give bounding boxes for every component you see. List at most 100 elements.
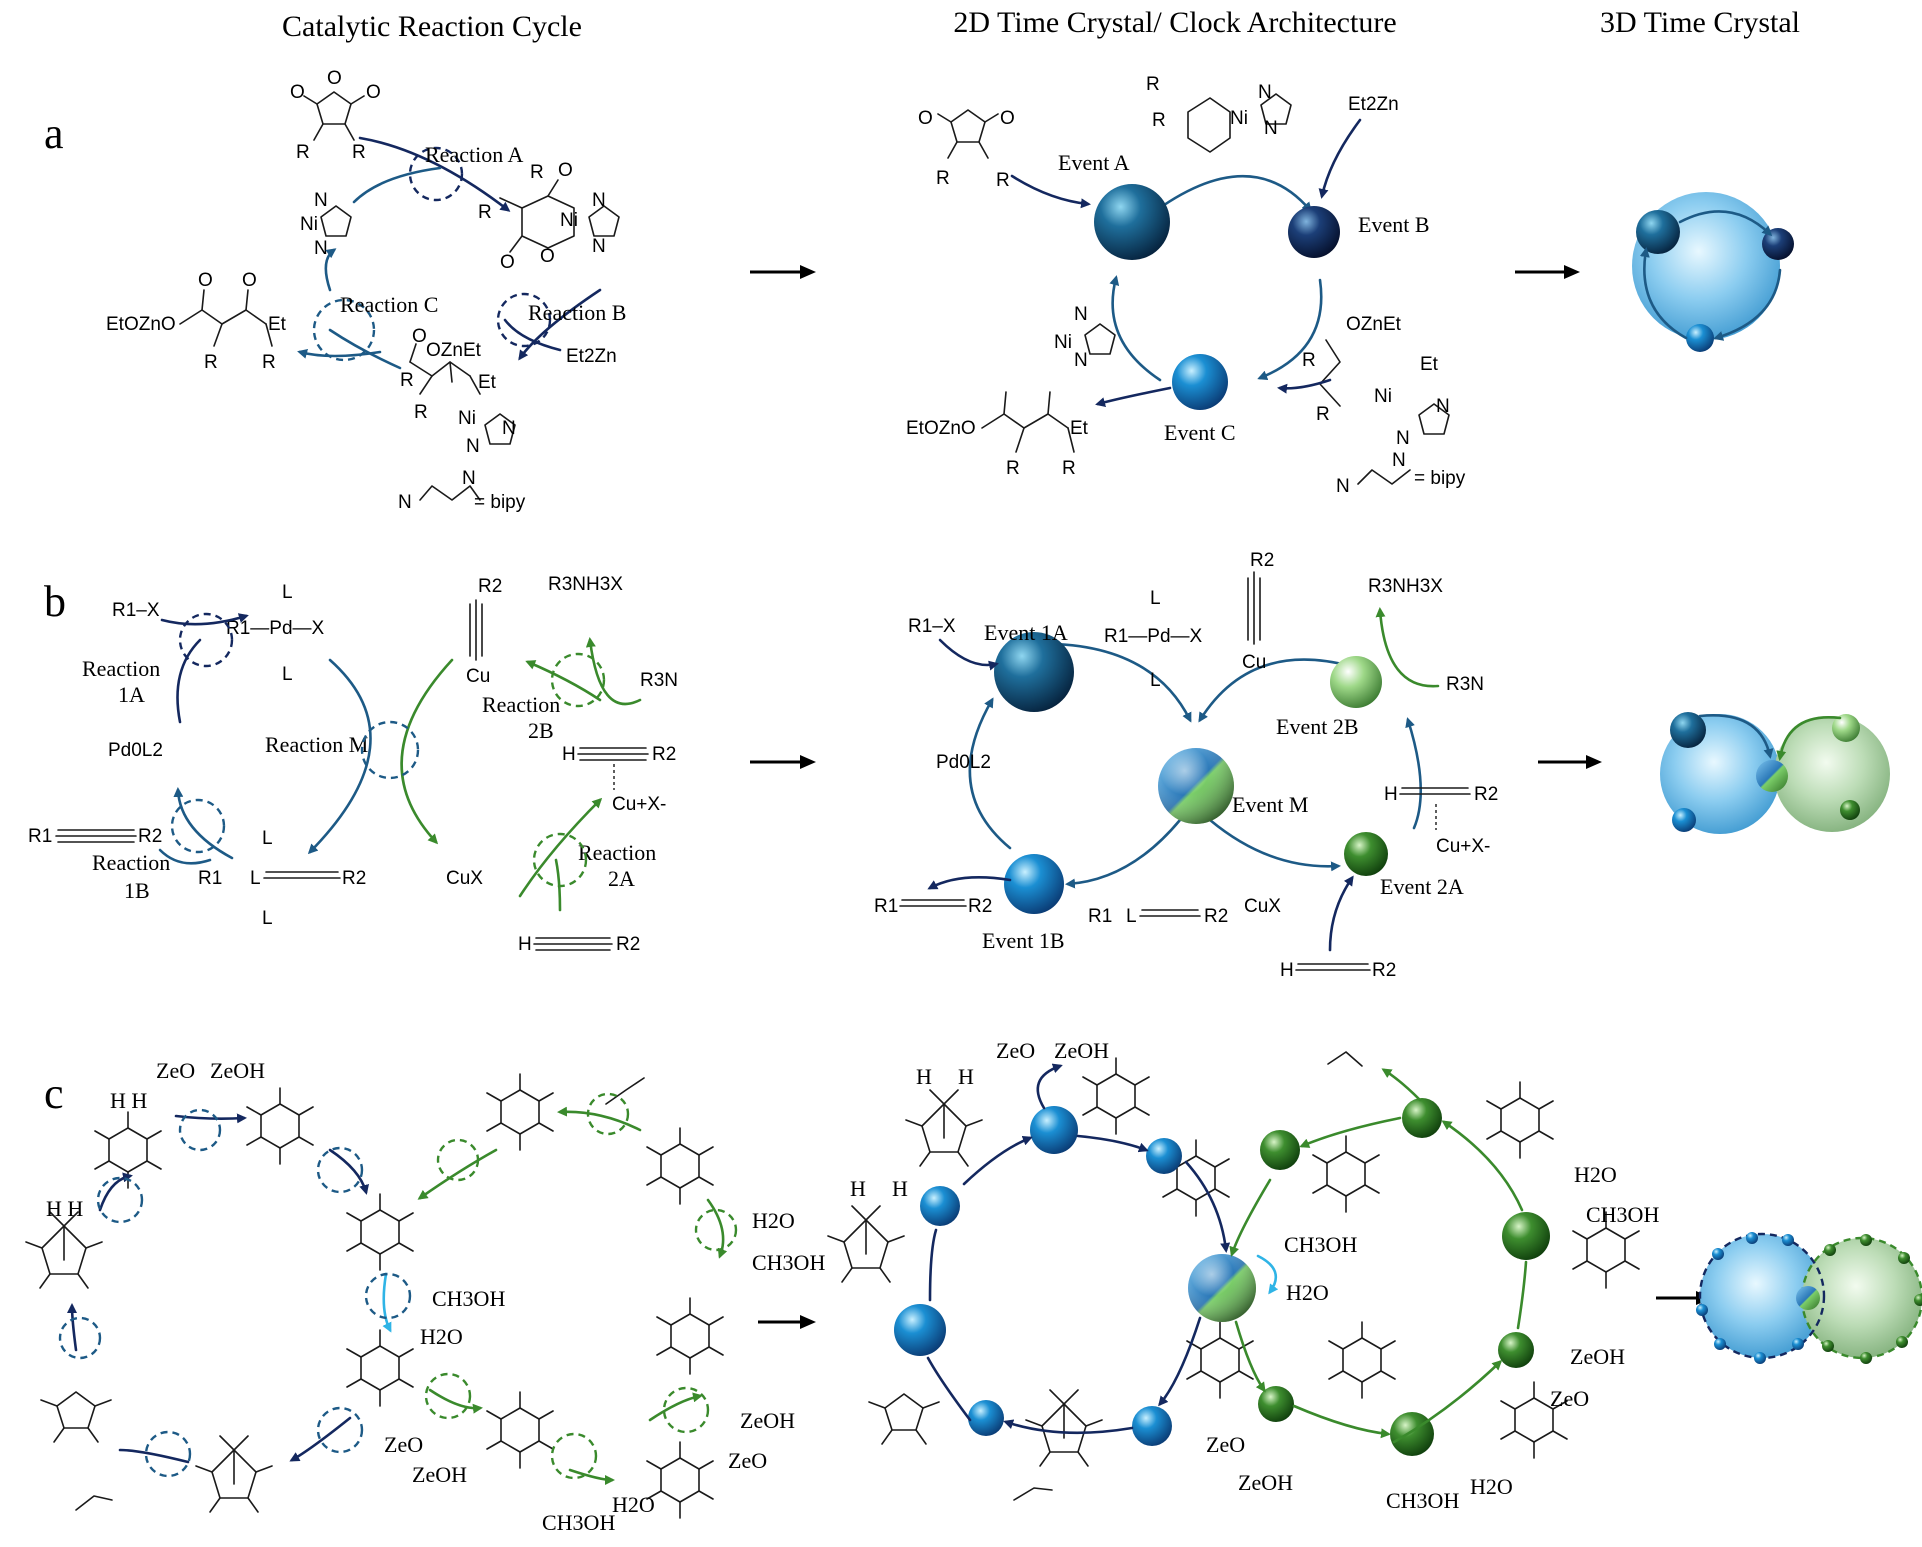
event-c-label: Event C <box>1164 420 1236 445</box>
svg-text:H: H <box>916 1064 932 1089</box>
svg-text:N: N <box>502 418 516 439</box>
svg-text:Cu: Cu <box>466 666 490 687</box>
svg-text:H2O: H2O <box>612 1492 655 1517</box>
svg-text:CH3OH: CH3OH <box>752 1250 825 1275</box>
svg-text:N: N <box>1392 450 1406 471</box>
svg-text:ZeO: ZeO <box>1206 1432 1245 1457</box>
svg-text:Ni: Ni <box>1374 386 1392 407</box>
event-2b-label: Event 2B <box>1276 714 1359 739</box>
panel-label-a: a <box>44 109 64 158</box>
svg-text:H: H <box>958 1064 974 1089</box>
svg-text:R1: R1 <box>874 896 898 917</box>
svg-text:R: R <box>296 142 310 163</box>
svg-text:H2O: H2O <box>1286 1280 1329 1305</box>
svg-text:N: N <box>592 190 606 211</box>
svg-text:Et: Et <box>478 372 497 393</box>
svg-text:N: N <box>592 236 606 257</box>
svg-text:R2: R2 <box>616 934 640 955</box>
reaction-1b-label: Reaction <box>92 850 170 875</box>
svg-text:R1—Pd—X: R1—Pd—X <box>1104 626 1203 647</box>
svg-text:Ni: Ni <box>300 214 318 235</box>
svg-text:= bipy: = bipy <box>1414 468 1466 489</box>
svg-text:N: N <box>462 468 476 489</box>
event-2a-label: Event 2A <box>1380 874 1464 899</box>
svg-text:CH3OH: CH3OH <box>1284 1232 1357 1257</box>
svg-text:N: N <box>314 190 328 211</box>
svg-text:O: O <box>290 82 305 103</box>
svg-text:R: R <box>414 402 428 423</box>
svg-text:CuX: CuX <box>446 868 483 889</box>
svg-text:R2: R2 <box>1204 906 1228 927</box>
svg-text:CH3OH: CH3OH <box>1586 1202 1659 1227</box>
reaction-b-label: Reaction B <box>528 300 626 325</box>
svg-text:ZeO: ZeO <box>996 1038 1035 1063</box>
svg-text:Et: Et <box>1420 354 1439 375</box>
svg-text:O: O <box>242 270 257 291</box>
svg-text:ZeOH: ZeOH <box>740 1408 795 1433</box>
svg-text:H: H <box>518 934 532 955</box>
svg-text:R: R <box>530 162 544 183</box>
svg-text:N: N <box>1336 476 1350 497</box>
svg-text:CH3OH: CH3OH <box>542 1510 615 1535</box>
svg-text:R: R <box>204 352 218 373</box>
svg-text:H: H <box>892 1176 908 1201</box>
svg-text:O: O <box>918 108 933 129</box>
svg-text:R: R <box>1316 404 1330 425</box>
event-b-sphere <box>1288 206 1340 258</box>
svg-text:N: N <box>1074 350 1088 371</box>
svg-text:2B: 2B <box>528 718 554 743</box>
svg-text:OZnEt: OZnEt <box>426 340 482 361</box>
panel-c-clock: ZeO ZeOH H H H H <box>827 1038 1659 1513</box>
svg-text:N: N <box>1436 396 1450 417</box>
svg-text:EtOZnO: EtOZnO <box>906 418 976 439</box>
svg-text:Et: Et <box>1070 418 1089 439</box>
svg-text:ZeOH: ZeOH <box>412 1462 467 1487</box>
svg-text:R1: R1 <box>198 868 222 889</box>
panel-label-b: b <box>44 577 66 626</box>
svg-text:R: R <box>1146 74 1160 95</box>
svg-text:R: R <box>352 142 366 163</box>
svg-text:R: R <box>996 170 1010 191</box>
svg-text:R3N: R3N <box>1446 674 1484 695</box>
svg-text:N: N <box>1396 428 1410 449</box>
reaction-c-label: Reaction C <box>340 292 438 317</box>
reaction-2b-label: Reaction <box>482 692 560 717</box>
svg-text:N: N <box>398 492 412 513</box>
svg-text:Ni: Ni <box>560 210 578 231</box>
svg-text:O: O <box>500 252 515 273</box>
svg-text:R1—Pd—X: R1—Pd—X <box>226 618 325 639</box>
svg-text:H2O: H2O <box>420 1324 463 1349</box>
event-1b-label: Event 1B <box>982 928 1065 953</box>
svg-text:Ni: Ni <box>458 408 476 429</box>
panel-c-3d-crystal <box>1696 1232 1922 1364</box>
svg-text:H: H <box>1280 960 1294 981</box>
header-2d-time-crystal: 2D Time Crystal/ Clock Architecture <box>953 6 1396 39</box>
panel-b-3d-crystal <box>1660 712 1890 834</box>
svg-text:R: R <box>1006 458 1020 479</box>
svg-text:N: N <box>1258 82 1272 103</box>
svg-text:R3NH3X: R3NH3X <box>548 574 623 595</box>
svg-text:H: H <box>850 1176 866 1201</box>
svg-text:ZeO: ZeO <box>156 1058 195 1083</box>
svg-text:R1: R1 <box>28 826 52 847</box>
svg-text:R3NH3X: R3NH3X <box>1368 576 1443 597</box>
event-b-label: Event B <box>1358 212 1430 237</box>
svg-text:Cu: Cu <box>1242 652 1266 673</box>
svg-text:Ni: Ni <box>1230 108 1248 129</box>
svg-text:N: N <box>314 238 328 259</box>
svg-text:R2: R2 <box>652 744 676 765</box>
panel-a-clock: O O R R R R Ni N N Et2Zn Event A Event B… <box>906 74 1466 497</box>
svg-text:H: H <box>1384 784 1398 805</box>
header-catalytic-cycle: Catalytic Reaction Cycle <box>282 10 582 43</box>
svg-text:R2: R2 <box>1474 784 1498 805</box>
svg-text:1B: 1B <box>124 878 150 903</box>
svg-text:H2O: H2O <box>1574 1162 1617 1187</box>
svg-text:L: L <box>1126 906 1137 927</box>
svg-text:EtOZnO: EtOZnO <box>106 314 176 335</box>
svg-text:R: R <box>936 168 950 189</box>
svg-text:1A: 1A <box>118 682 145 707</box>
svg-text:N: N <box>466 436 480 457</box>
svg-text:R1–X: R1–X <box>908 616 956 637</box>
reaction-2a-label: Reaction <box>578 840 656 865</box>
